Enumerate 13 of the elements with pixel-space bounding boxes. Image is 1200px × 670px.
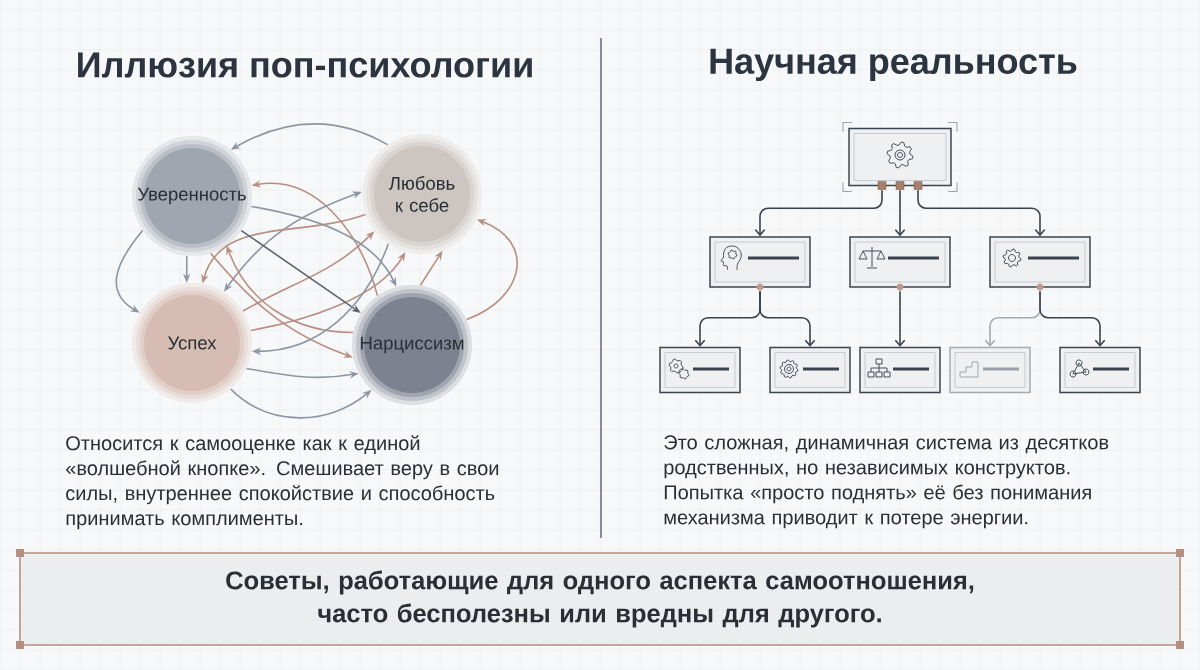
curved-arrow [115, 229, 144, 313]
column-title: Иллюзия поп-психологии [78, 52, 532, 78]
description-text: Это сложная, динамичная система из десятков родственных, но независимых конструктов. Попытка «просто поднять» её без понимания механизма приводит к потере энергии. [664, 435, 1109, 529]
connector-arrow [894, 290, 906, 347]
curved-arrow [465, 219, 518, 321]
connector-arrow [894, 189, 906, 237]
message-banner: Советы, работающие для одного аспекта самоотношения, часто бесполезны или вредны для другого. [16, 549, 1184, 649]
connector-arrow [759, 290, 816, 347]
connector-arrow [1039, 290, 1106, 347]
connector-arrow [754, 189, 883, 237]
column-title: Научная реальность [710, 48, 1077, 82]
description-text: Относится к самооценке как к единой «волшебной кнопке». Смешивает веру в свои силы, внутреннее спокойствие и способность принимать комплименты. [66, 435, 499, 530]
connector-arrow [917, 189, 1046, 237]
